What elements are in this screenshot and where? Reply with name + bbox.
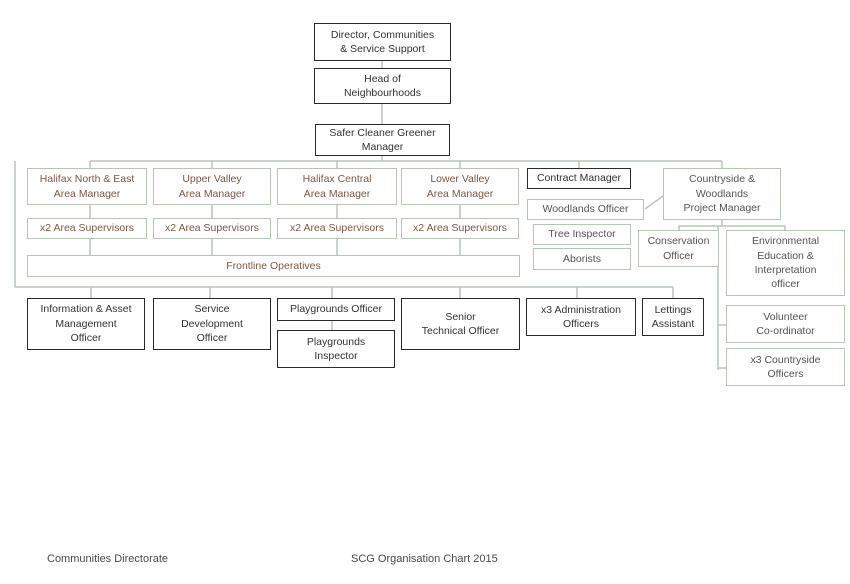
- countryside-manager-label: Countryside & Woodlands Project Manager: [683, 173, 761, 215]
- playgrounds-inspector-label: Playgrounds Inspector: [306, 335, 366, 362]
- service-development-officer-label: Service Development Officer: [181, 303, 243, 345]
- frontline-operatives-box: Frontline Operatives: [27, 255, 520, 277]
- environmental-officer-label: Environmental Education & Interpretation…: [751, 235, 820, 291]
- footer-directorate: Communities Directorate: [47, 553, 169, 565]
- environmental-officer-box: Environmental Education & Interpretation…: [726, 230, 845, 296]
- head-of-neighbourhoods-label: Head of Neighbourhoods: [343, 72, 422, 99]
- lettings-assistant-label: Lettings Assistant: [651, 303, 695, 330]
- playgrounds-officer-label: Playgrounds Officer: [289, 303, 383, 316]
- area-supervisors-halifax-central: x2 Area Supervisors: [277, 218, 397, 239]
- info-asset-officer-box: Information & Asset Management Officer: [27, 298, 145, 350]
- countryside-officers-box: x3 Countryside Officers: [726, 348, 845, 386]
- volunteer-coordinator-box: Volunteer Co-ordinator: [726, 305, 845, 343]
- admin-officers-label: x3 Administration Officers: [541, 303, 621, 330]
- scg-manager-label: Safer Cleaner Greener Manager: [329, 126, 436, 153]
- head-of-neighbourhoods-box: Head of Neighbourhoods: [314, 68, 451, 104]
- aborists-label: Aborists: [563, 252, 601, 265]
- scg-manager-box: Safer Cleaner Greener Manager: [315, 124, 450, 156]
- director-label: Director, Communities & Service Support: [330, 28, 435, 55]
- area-manager-halifax-north-east: Halifax North & East Area Manager: [27, 168, 147, 205]
- contract-manager-label: Contract Manager: [536, 172, 622, 185]
- conservation-officer-box: Conservation Officer: [638, 230, 719, 267]
- area-supervisors-label: x2 Area Supervisors: [290, 222, 384, 235]
- area-supervisors-label: x2 Area Supervisors: [165, 222, 259, 235]
- area-supervisors-label: x2 Area Supervisors: [40, 222, 134, 235]
- playgrounds-officer-box: Playgrounds Officer: [277, 298, 395, 321]
- countryside-manager-box: Countryside & Woodlands Project Manager: [663, 168, 781, 220]
- area-manager-label: Halifax North & East Area Manager: [39, 173, 135, 200]
- area-supervisors-upper-valley: x2 Area Supervisors: [153, 218, 271, 239]
- volunteer-coordinator-label: Volunteer Co-ordinator: [756, 310, 815, 337]
- admin-officers-box: x3 Administration Officers: [526, 298, 636, 336]
- countryside-officers-label: x3 Countryside Officers: [750, 353, 821, 380]
- woodlands-officer-label: Woodlands Officer: [542, 203, 629, 216]
- senior-technical-officer-label: Senior Technical Officer: [421, 310, 500, 337]
- area-manager-label: Halifax Central Area Manager: [302, 173, 372, 200]
- playgrounds-inspector-box: Playgrounds Inspector: [277, 330, 395, 368]
- woodlands-officer-box: Woodlands Officer: [527, 199, 644, 220]
- area-supervisors-halifax-north-east: x2 Area Supervisors: [27, 218, 147, 239]
- lettings-assistant-box: Lettings Assistant: [642, 298, 704, 336]
- area-manager-lower-valley: Lower Valley Area Manager: [401, 168, 519, 205]
- area-supervisors-label: x2 Area Supervisors: [413, 222, 507, 235]
- aborists-box: Aborists: [533, 248, 631, 270]
- senior-technical-officer-box: Senior Technical Officer: [401, 298, 520, 350]
- contract-manager-box: Contract Manager: [527, 168, 631, 189]
- area-manager-upper-valley: Upper Valley Area Manager: [153, 168, 271, 205]
- area-supervisors-lower-valley: x2 Area Supervisors: [401, 218, 519, 239]
- service-development-officer-box: Service Development Officer: [153, 298, 271, 350]
- footer-chart-title: SCG Organisation Chart 2015: [351, 553, 498, 565]
- area-manager-label: Upper Valley Area Manager: [178, 173, 246, 200]
- director-box: Director, Communities & Service Support: [314, 23, 451, 61]
- conservation-officer-label: Conservation Officer: [647, 235, 710, 262]
- frontline-operatives-label: Frontline Operatives: [226, 259, 321, 272]
- tree-inspector-box: Tree Inspector: [533, 224, 631, 245]
- info-asset-officer-label: Information & Asset Management Officer: [40, 303, 132, 345]
- area-manager-halifax-central: Halifax Central Area Manager: [277, 168, 397, 205]
- tree-inspector-label: Tree Inspector: [548, 228, 616, 241]
- area-manager-label: Lower Valley Area Manager: [426, 173, 494, 200]
